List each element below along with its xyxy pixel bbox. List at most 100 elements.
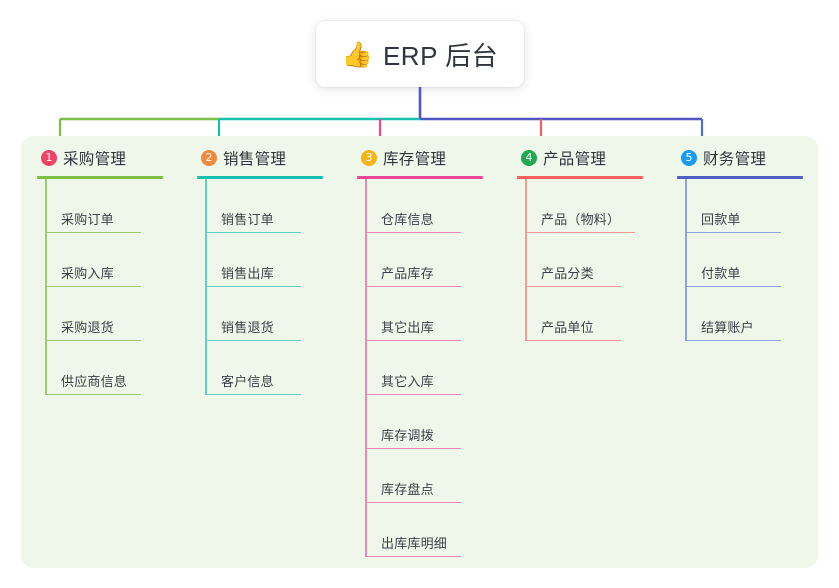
branch-items-sales: 销售订单销售出库销售退货客户信息 <box>205 179 341 395</box>
branch-item-underline <box>525 339 621 341</box>
branch-item-label: 付款单 <box>701 266 741 281</box>
branch-item-label: 产品库存 <box>381 266 434 281</box>
branch-item-underline <box>365 393 461 395</box>
branch-item[interactable]: 采购入库 <box>45 233 181 287</box>
branch-item[interactable]: 付款单 <box>685 233 821 287</box>
branch-item-label: 采购入库 <box>61 266 114 281</box>
branch-item-label: 仓库信息 <box>381 212 434 227</box>
branch-header-product[interactable]: 4 产品管理 <box>501 145 661 171</box>
branch-item-underline <box>365 231 461 233</box>
branch-header-purchasing[interactable]: 1 采购管理 <box>21 145 181 171</box>
branch-title: 财务管理 <box>703 151 767 168</box>
branch-item-underline <box>365 339 461 341</box>
branch-item-label: 采购退货 <box>61 320 114 335</box>
branch-item-underline <box>45 339 141 341</box>
branch-item-label: 产品分类 <box>541 266 594 281</box>
branch-title: 采购管理 <box>63 151 127 168</box>
branch-items-finance: 回款单付款单结算账户 <box>685 179 821 341</box>
branch-item-label: 结算账户 <box>701 320 754 335</box>
branch-column-purchasing: 1 采购管理采购订单采购入库采购退货供应商信息 <box>21 136 181 568</box>
branch-items-inventory: 仓库信息产品库存其它出库其它入库库存调拨库存盘点出库库明细 <box>365 179 501 557</box>
branch-header-sales[interactable]: 2 销售管理 <box>181 145 341 171</box>
branch-item-label: 库存盘点 <box>381 482 434 497</box>
branch-item-underline <box>45 285 141 287</box>
branch-item[interactable]: 回款单 <box>685 179 821 233</box>
branch-item-label: 客户信息 <box>221 374 274 389</box>
branch-spine <box>525 179 527 341</box>
branch-item-underline <box>365 501 461 503</box>
branch-number-badge: 1 <box>41 150 57 166</box>
branch-spine <box>365 179 367 557</box>
branch-columns: 1 采购管理采购订单采购入库采购退货供应商信息 2 销售管理销售订单销售出库销售退货客… <box>21 136 818 568</box>
root-node-card[interactable]: 👍 ERP 后台 <box>316 21 524 87</box>
branch-item[interactable]: 产品分类 <box>525 233 661 287</box>
branch-item-underline <box>45 393 141 395</box>
branch-item[interactable]: 销售退货 <box>205 287 341 341</box>
branch-number-badge: 5 <box>681 150 697 166</box>
branch-underline <box>677 176 803 179</box>
branch-title: 产品管理 <box>543 151 607 168</box>
branch-item-label: 回款单 <box>701 212 741 227</box>
branch-item[interactable]: 销售订单 <box>205 179 341 233</box>
branch-item-underline <box>365 447 461 449</box>
branch-item-label: 采购订单 <box>61 212 114 227</box>
branch-item[interactable]: 仓库信息 <box>365 179 501 233</box>
branch-item[interactable]: 采购退货 <box>45 287 181 341</box>
branch-title: 销售管理 <box>223 151 287 168</box>
branch-underline <box>357 176 483 179</box>
branch-column-product: 4 产品管理产品（物料） 产品分类产品单位 <box>501 136 661 568</box>
branch-item-label: 其它入库 <box>381 374 434 389</box>
branch-item[interactable]: 产品库存 <box>365 233 501 287</box>
branch-item-underline <box>525 285 621 287</box>
branch-item[interactable]: 采购订单 <box>45 179 181 233</box>
branch-item[interactable]: 客户信息 <box>205 341 341 395</box>
branch-item-label: 其它出库 <box>381 320 434 335</box>
branch-item[interactable]: 供应商信息 <box>45 341 181 395</box>
branch-item[interactable]: 产品单位 <box>525 287 661 341</box>
branch-item-underline <box>365 555 461 557</box>
branch-item-underline <box>205 393 301 395</box>
branch-item-label: 销售订单 <box>221 212 274 227</box>
branch-item-underline <box>205 339 301 341</box>
branch-items-product: 产品（物料） 产品分类产品单位 <box>525 179 661 341</box>
branch-item-label: 产品单位 <box>541 320 594 335</box>
branch-item-underline <box>365 285 461 287</box>
branch-item[interactable]: 出库库明细 <box>365 503 501 557</box>
branch-spine <box>205 179 207 395</box>
branch-spine <box>45 179 47 395</box>
branch-underline <box>197 176 323 179</box>
branch-item-label: 销售退货 <box>221 320 274 335</box>
branch-items-purchasing: 采购订单采购入库采购退货供应商信息 <box>45 179 181 395</box>
branch-number-badge: 3 <box>361 150 377 166</box>
branch-item-underline <box>525 231 635 233</box>
branch-item-underline <box>685 339 781 341</box>
branch-item-underline <box>205 231 301 233</box>
branch-header-finance[interactable]: 5 财务管理 <box>661 145 821 171</box>
branch-number-badge: 2 <box>201 150 217 166</box>
branch-item-underline <box>685 231 781 233</box>
root-node-title: ERP 后台 <box>382 40 499 71</box>
branch-item-underline <box>205 285 301 287</box>
branch-spine <box>685 179 687 341</box>
branch-column-sales: 2 销售管理销售订单销售出库销售退货客户信息 <box>181 136 341 568</box>
thumbs-up-icon: 👍 <box>341 40 373 69</box>
branch-item[interactable]: 其它出库 <box>365 287 501 341</box>
branch-item[interactable]: 结算账户 <box>685 287 821 341</box>
branch-item[interactable]: 其它入库 <box>365 341 501 395</box>
branch-item[interactable]: 库存盘点 <box>365 449 501 503</box>
branch-title: 库存管理 <box>383 151 447 168</box>
branch-item-label: 库存调拨 <box>381 428 434 443</box>
branch-item-underline <box>45 231 141 233</box>
branch-item[interactable]: 销售出库 <box>205 233 341 287</box>
branch-item[interactable]: 库存调拨 <box>365 395 501 449</box>
branch-item[interactable]: 产品（物料） <box>525 179 661 233</box>
branch-item-label: 产品（物料） <box>541 212 621 227</box>
branch-column-inventory: 3 库存管理仓库信息产品库存其它出库其它入库库存调拨库存盘点出库库明细 <box>341 136 501 568</box>
branch-column-finance: 5 财务管理回款单付款单结算账户 <box>661 136 821 568</box>
branch-number-badge: 4 <box>521 150 537 166</box>
branch-item-label: 销售出库 <box>221 266 274 281</box>
branch-header-inventory[interactable]: 3 库存管理 <box>341 145 501 171</box>
branch-item-label: 出库库明细 <box>381 536 448 551</box>
branch-underline <box>517 176 643 179</box>
